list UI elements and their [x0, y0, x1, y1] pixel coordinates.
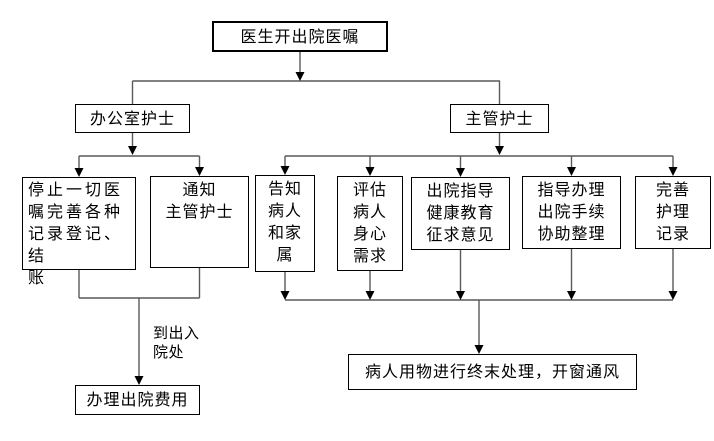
edge-label-to-admission-office: 到出入 院处	[153, 324, 200, 361]
arrowhead-icon	[456, 291, 465, 300]
arrowhead-icon	[567, 291, 576, 300]
node-terminal-disposal: 病人用物进行终末处理，开窗通风	[348, 354, 637, 390]
node-pay-fees-label: 办理出院费用	[86, 390, 189, 409]
node-stop-orders: 停止一切医 嘱完善各种 记录登记、结 账	[22, 177, 136, 287]
arrowhead-icon	[456, 168, 465, 177]
node-discharge-guidance-label: 出院指导 健康教育 征求意见	[426, 181, 495, 244]
arrowhead-icon	[365, 291, 375, 300]
node-nursing-records: 完善 护理 记录	[635, 176, 711, 249]
node-discharge-guidance: 出院指导 健康教育 征求意见	[411, 177, 510, 250]
connector-lines	[78, 52, 674, 376]
arrowhead-icon	[134, 376, 144, 385]
arrowhead-icon	[567, 167, 576, 176]
node-pay-fees: 办理出院费用	[75, 385, 200, 415]
node-charge-nurse: 主管护士	[450, 104, 549, 133]
node-inform-family-label: 告知 病人 和家 属	[267, 179, 302, 264]
arrowheads	[74, 72, 678, 385]
arrowhead-icon	[474, 345, 484, 354]
node-start: 医生开出院医嘱	[212, 21, 388, 52]
node-notify-charge: 通知 主管护士	[150, 176, 249, 268]
arrowhead-icon	[280, 291, 290, 300]
arrowhead-icon	[280, 166, 290, 175]
node-assess-needs-label: 评估 病人 身心 需求	[352, 180, 387, 265]
arrowhead-icon	[74, 168, 84, 177]
node-start-label: 医生开出院医嘱	[240, 26, 360, 46]
arrowhead-icon	[128, 146, 137, 155]
node-notify-charge-label: 通知 主管护士	[165, 180, 234, 221]
node-assist-procedures: 指导办理 出院手续 协助整理	[522, 176, 621, 249]
arrowhead-icon	[668, 167, 678, 176]
node-office-nurse: 办公室护士	[75, 104, 190, 133]
arrowhead-icon	[495, 146, 504, 155]
node-charge-nurse-label: 主管护士	[465, 108, 534, 128]
node-terminal-disposal-label: 病人用物进行终末处理，开窗通风	[364, 362, 620, 381]
node-stop-orders-label: 停止一切医 嘱完善各种 记录登记、结 账	[28, 180, 124, 287]
node-assist-procedures-label: 指导办理 出院手续 协助整理	[537, 180, 606, 243]
node-nursing-records-label: 完善 护理 记录	[655, 180, 690, 243]
arrowhead-icon	[195, 167, 204, 176]
node-assess-needs: 评估 病人 身心 需求	[337, 176, 403, 271]
arrowhead-icon	[295, 72, 305, 81]
node-office-nurse-label: 办公室护士	[89, 108, 175, 128]
node-inform-family: 告知 病人 和家 属	[255, 175, 315, 272]
arrowhead-icon	[365, 167, 375, 176]
arrowhead-icon	[668, 291, 678, 300]
